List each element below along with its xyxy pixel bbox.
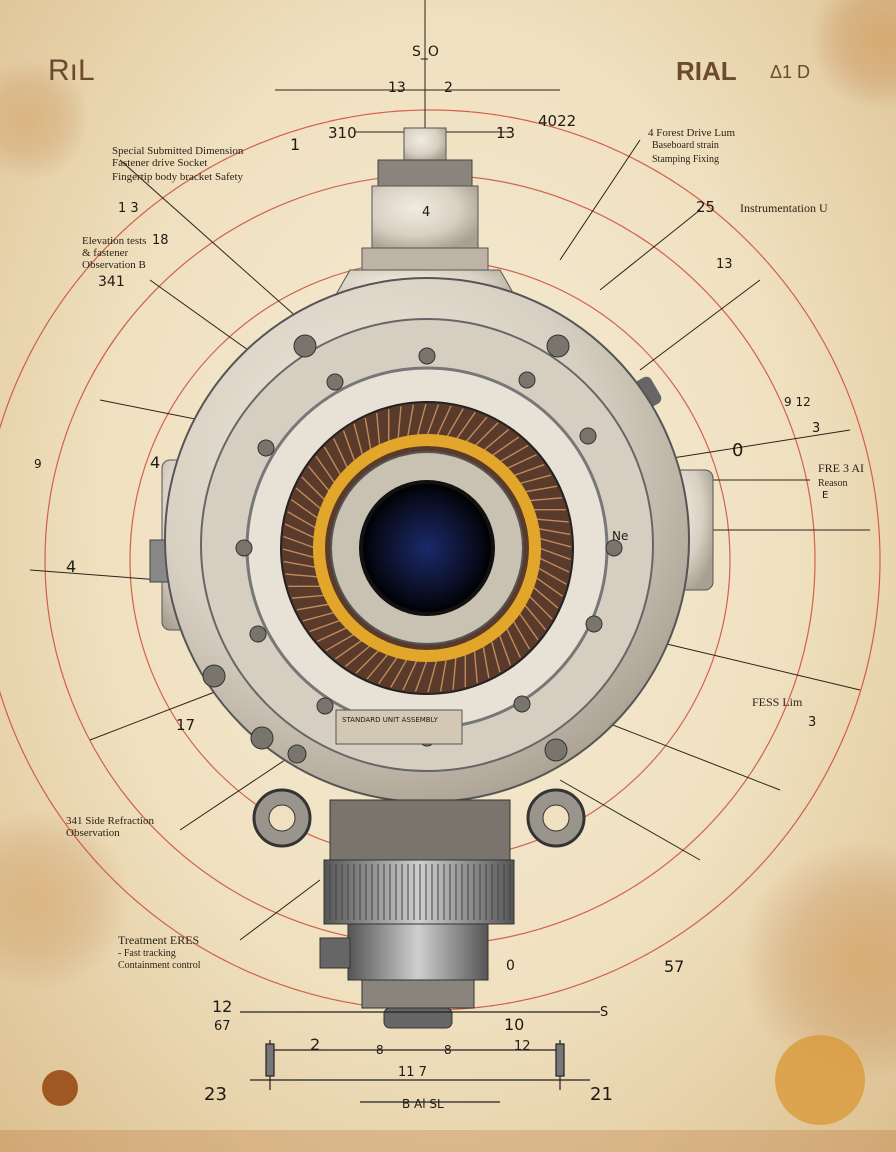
dim-pair-b: 2 [444,80,453,96]
lens-tip [361,979,475,1009]
dim-bottom-label: B Al SL [402,1097,444,1111]
left-note-2b: & fastener [82,247,128,259]
left-num-4: 4 [150,453,160,472]
left-note-2c: Observation B [82,259,146,271]
title-right-code: Δ1 D [770,62,810,82]
right-num-0: 0 [732,440,743,461]
lens-bore [359,480,495,616]
top-turret [371,185,479,251]
right-code-912: 9 12 [784,395,811,409]
top-collar [377,159,473,189]
dim-bottom-left-bottom: 67 [214,1019,231,1034]
left-num-341: 341 [98,274,125,290]
right-note-1c: Stamping Fixing [652,154,719,165]
side-mark: Ne [612,529,628,543]
nameplate [335,709,463,745]
dim-inner-mid-a: 8 [376,1043,384,1057]
dim-top-label: S_O [412,44,439,60]
right-label-fre-2: Reason [818,478,847,489]
right-num-25: 25 [696,198,715,216]
right-note-1a: 4 Forest Drive Lum [648,127,736,139]
amber-ring [313,434,541,662]
lens-cap [383,1007,453,1029]
right-num-3b: 3 [808,715,816,730]
dim-pair-a: 13 [388,80,406,96]
left-note-1b: Fastener drive Socket [112,157,207,169]
bottom-dimension-frame [240,1011,600,1103]
title-left: RıL [48,54,95,87]
lower-neck [329,799,511,861]
left-note-2a: Elevation tests [82,235,146,247]
dim-inner-right: 12 [514,1039,531,1054]
right-label-fre: FRE 3 AI [818,461,864,475]
lower-knob [319,937,351,969]
right-num-13: 13 [716,257,733,272]
left-note-3b: Observation [66,827,120,839]
dim-bottom-left-top: 12 [212,997,232,1016]
right-label-25: Instrumentation U [740,201,828,215]
left-num-18: 18 [152,233,169,248]
dim-inner-mid-b: 8 [444,1043,452,1057]
left-num-9: 9 [34,457,42,471]
left-note-4c: Containment control [118,960,201,971]
right-note-1b: Baseboard strain [652,140,719,151]
left-note-4a: Treatment ERES [118,933,199,947]
right-num-3: 3 [812,421,820,436]
dim-center-value: 11 7 [398,1065,427,1080]
optical-device [149,127,714,1029]
dim-corner-value: 4022 [538,112,576,130]
dim-right-value: 13 [496,124,515,142]
top-cap [403,127,447,163]
left-num-14: 4 [66,557,76,576]
dim-bottom-left-value: 23 [204,1084,227,1105]
bolt-ring [202,334,623,764]
right-label-ress: FESS Lim [752,695,803,709]
right-num-57: 57 [664,957,684,976]
top-mark: 4 [422,205,430,220]
left-note-4b: - Fast tracking [118,948,176,959]
lower-barrel [347,923,489,981]
right-num-0b: 0 [506,958,515,974]
dim-bottom-right-value: 21 [590,1084,613,1105]
title-right: RIAL [676,56,737,86]
left-num-17: 17 [176,716,195,734]
left-num-13: 1 3 [118,201,139,216]
dim-inner-left: 2 [310,1035,320,1054]
dim-bottom-s: S [600,1005,608,1020]
turbine-blade-lines [282,403,572,693]
left-note-3a: 341 Side Refraction [66,815,154,827]
left-note-1c: Fingertip body bracket Safety [112,171,244,183]
left-note-1a: Special Submitted Dimension [112,145,244,157]
dim-left-value: 310 [328,124,357,142]
knurled-barrel [323,859,515,925]
left-num-1: 1 [290,135,300,154]
nameplate-text: STANDARD UNIT ASSEMBLY [342,716,439,724]
right-num-e: E [822,490,828,501]
turret-base [361,247,489,271]
dim-bottom-10: 10 [504,1015,524,1034]
barrel-knurling [329,864,511,920]
leader-lines [29,0,870,941]
